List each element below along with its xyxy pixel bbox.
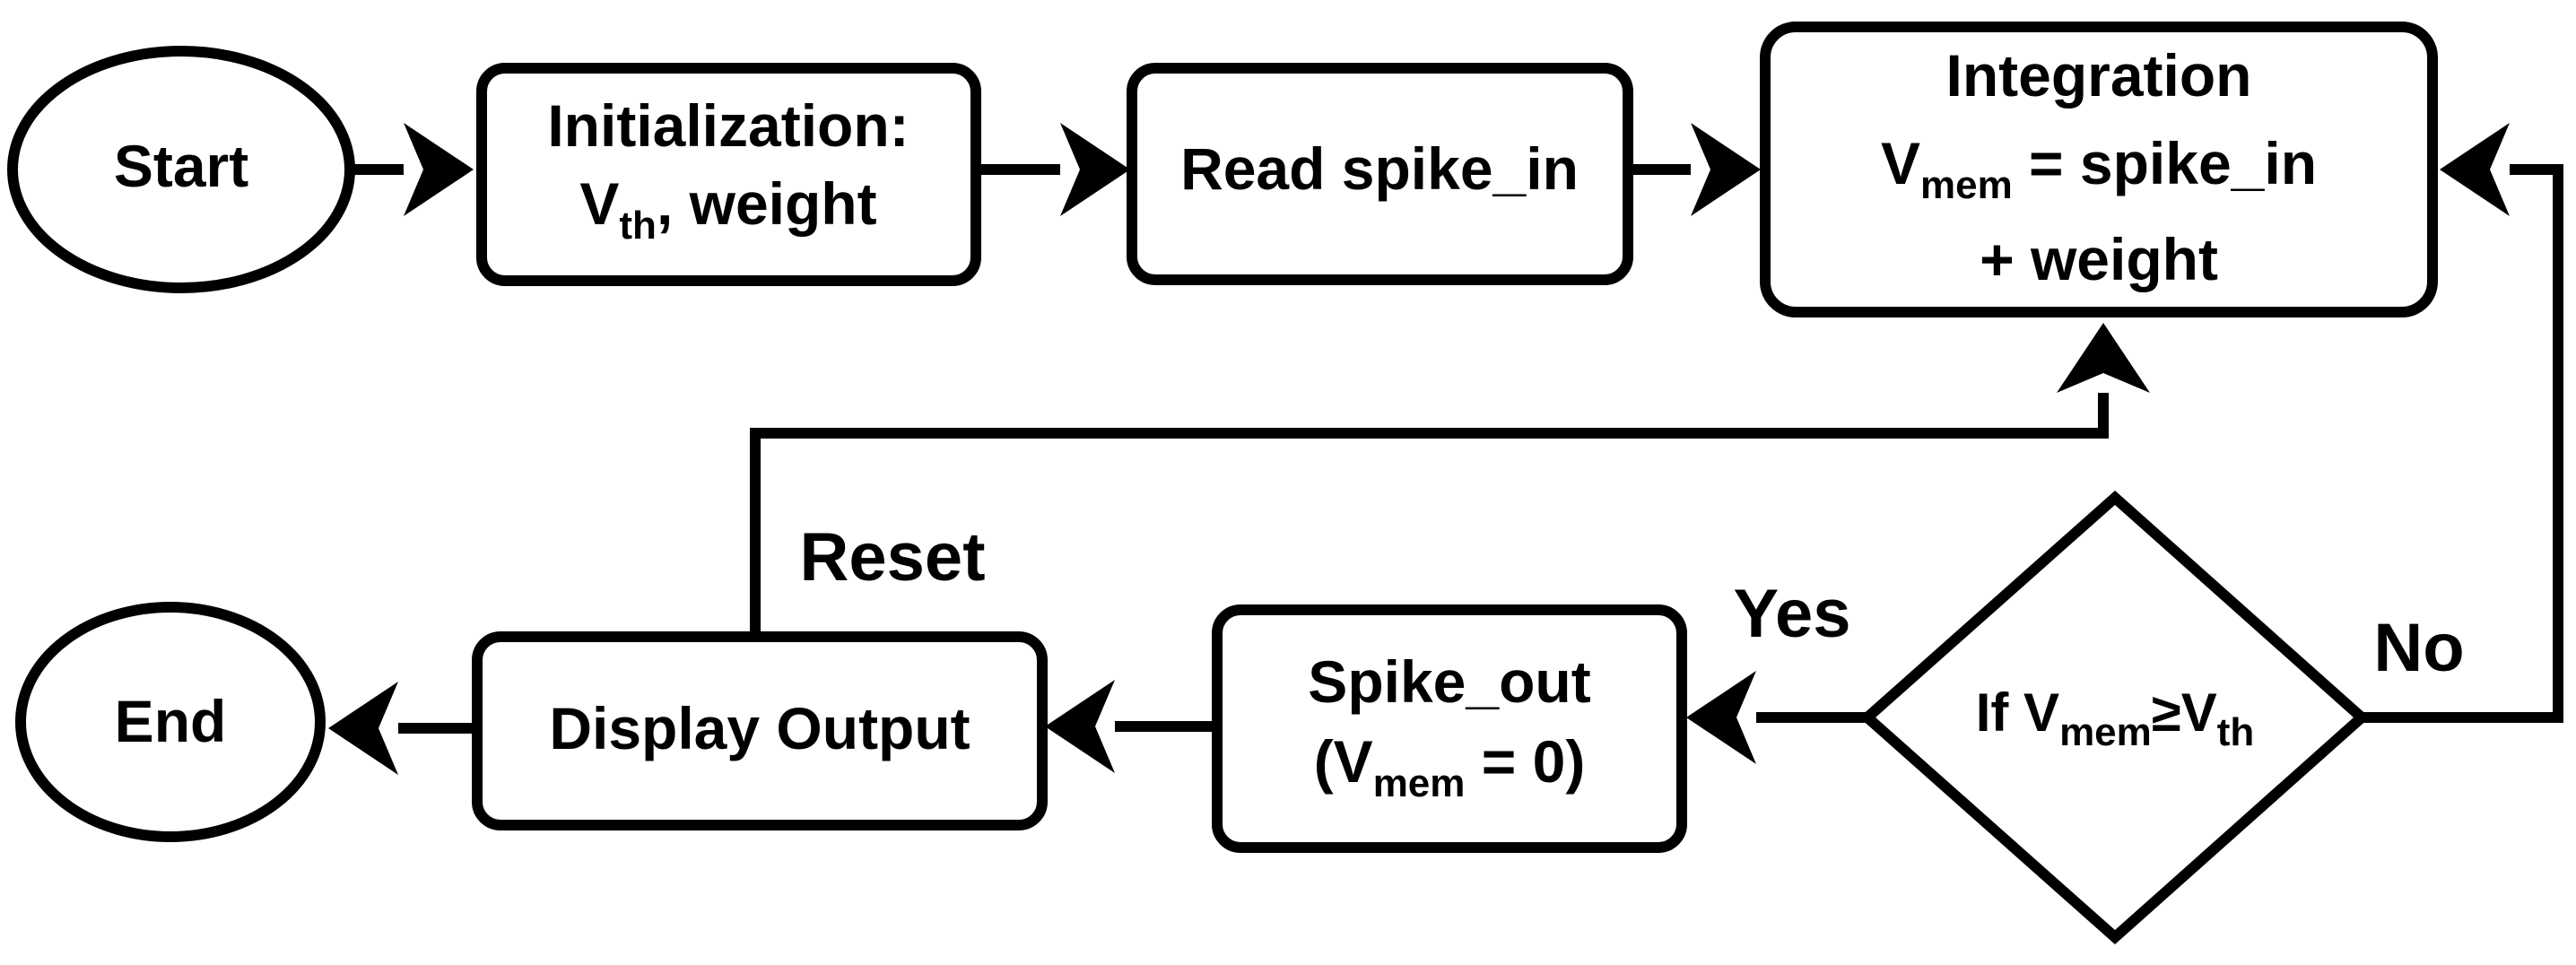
arrowhead-icon: [404, 123, 474, 216]
end-label: End: [115, 688, 227, 754]
arrowhead-icon: [1060, 123, 1130, 216]
decision-label: If Vmem≥Vth: [1976, 682, 2255, 754]
no-label: No: [2373, 610, 2464, 686]
read-node: Read spike_in: [1127, 63, 1633, 285]
integration-line1: Integration: [1946, 42, 2252, 109]
read-label: Read spike_in: [1180, 135, 1579, 202]
initialization-node: Initialization: Vth, weight: [476, 63, 981, 286]
end-node: End: [15, 602, 326, 842]
arrowhead-icon: [2440, 123, 2510, 216]
arrowhead-icon: [2057, 323, 2150, 393]
start-label: Start: [114, 133, 248, 199]
yes-label: Yes: [1733, 576, 1850, 652]
display-label: Display Output: [549, 695, 970, 761]
init-line2: Vth, weight: [579, 170, 876, 248]
integration-node: Integration Vmem = spike_in + weight: [1760, 22, 2438, 317]
arrowhead-icon: [1686, 671, 1756, 764]
decision-node: If Vmem≥Vth: [1858, 490, 2371, 945]
integration-line2: Vmem = spike_in: [1881, 130, 2317, 207]
start-node: Start: [7, 46, 355, 293]
edge-reset-loop: [750, 393, 2109, 635]
init-line1: Initialization:: [547, 92, 909, 159]
reset-label: Reset: [800, 519, 986, 596]
display-output-node: Display Output: [472, 631, 1048, 830]
integration-line3: + weight: [1980, 226, 2218, 292]
arrowhead-icon: [328, 682, 398, 775]
edge-decision-no: [2362, 164, 2563, 723]
arrowhead-icon: [1691, 123, 1761, 216]
spike-out-line1: Spike_out: [1308, 648, 1590, 715]
spike-out-node: Spike_out (Vmem = 0): [1212, 604, 1687, 853]
arrowhead-icon: [1045, 680, 1115, 773]
spike-out-line2: (Vmem = 0): [1314, 728, 1586, 805]
connectors: [328, 123, 2563, 775]
